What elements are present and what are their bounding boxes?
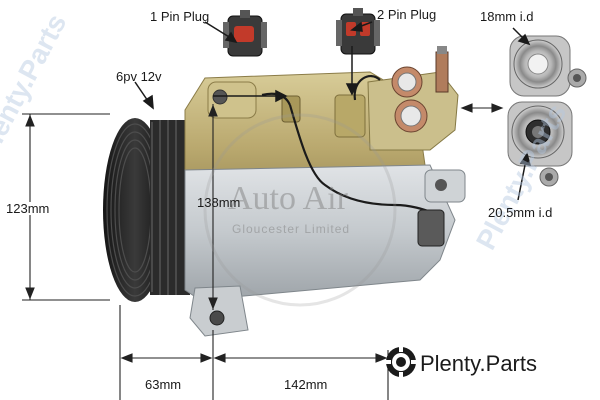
brand-logo: Plenty.Parts bbox=[384, 345, 594, 385]
label-pulley: 6pv 12v bbox=[116, 69, 162, 84]
port-closeup-bottom bbox=[507, 101, 573, 187]
leader-arrows bbox=[134, 21, 532, 201]
pulley bbox=[103, 118, 190, 302]
watermark-sub: Gloucester Limited bbox=[232, 222, 351, 236]
label-port-top: 18mm i.d bbox=[480, 9, 534, 24]
watermark-ring bbox=[203, 113, 397, 307]
port-closeup-top bbox=[509, 35, 587, 97]
label-mount: 142mm bbox=[284, 377, 328, 392]
label-length: 138mm bbox=[197, 195, 241, 210]
label-port-bottom: 20.5mm i.d bbox=[488, 205, 553, 220]
watermark-main: Auto Air bbox=[228, 180, 348, 217]
compressor-body bbox=[184, 164, 466, 337]
brand-word: Plenty bbox=[420, 351, 480, 376]
label-height: 123mm bbox=[6, 201, 50, 216]
gear-logo-icon bbox=[385, 346, 417, 378]
brand-suffix: Parts bbox=[485, 351, 537, 376]
brand-dot: . bbox=[479, 351, 486, 376]
port-manifold bbox=[367, 46, 459, 151]
label-offset: 63mm bbox=[145, 377, 182, 392]
brand-name: Plenty.Parts bbox=[420, 351, 537, 377]
label-2-pin-plug: 2 Pin Plug bbox=[377, 7, 437, 22]
wire-connector bbox=[417, 209, 445, 247]
plug-connector-icon bbox=[223, 10, 267, 57]
label-1-pin-plug: 1 Pin Plug bbox=[150, 9, 210, 24]
